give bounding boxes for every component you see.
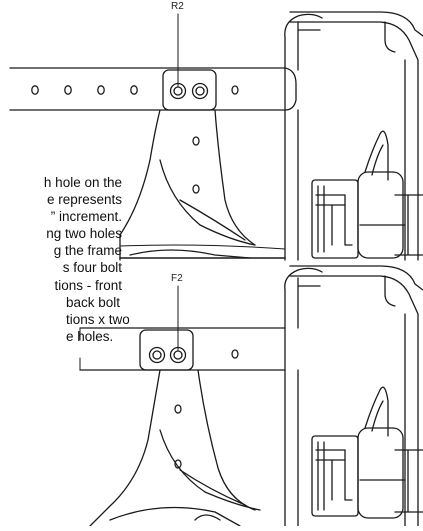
top-seat-tube — [284, 13, 323, 261]
bottom-seat-tube — [284, 267, 323, 527]
top-panel — [9, 11, 423, 261]
description-line: e holes. — [66, 328, 114, 344]
callout-r2: R2 — [171, 1, 184, 12]
description-line: h hole on the — [43, 175, 122, 190]
description-line: g the frame — [53, 243, 122, 259]
description-line: e represents — [46, 192, 122, 208]
description-line: tions x two — [66, 311, 130, 327]
bottom-brake-assembly — [311, 386, 423, 519]
top-brake-assembly — [311, 130, 423, 259]
top-handlebar — [289, 11, 423, 261]
top-clamp — [162, 69, 217, 111]
top-frame-rail — [9, 67, 297, 111]
description-line: back bolt — [66, 294, 121, 310]
bottom-handlebar — [289, 265, 423, 527]
description-line: tions - front — [54, 277, 122, 293]
bottom-clamp-bolt-a — [148, 346, 166, 364]
top-seat-bracket — [119, 109, 256, 261]
description-line: ” increment. — [50, 209, 122, 225]
description-line: ng two holes — [46, 226, 122, 242]
top-rail-holes — [31, 85, 239, 95]
bottom-rail-holes — [231, 349, 239, 359]
description-text: h hole on the e represents ” increment. … — [0, 174, 130, 345]
bottom-seat-bracket — [89, 369, 261, 527]
top-clamp-bolt-b — [191, 82, 209, 100]
callout-f2: F2 — [171, 273, 183, 284]
bottom-panel — [79, 265, 423, 527]
bottom-clamp — [139, 329, 194, 371]
description-line: s four bolt — [62, 260, 122, 276]
